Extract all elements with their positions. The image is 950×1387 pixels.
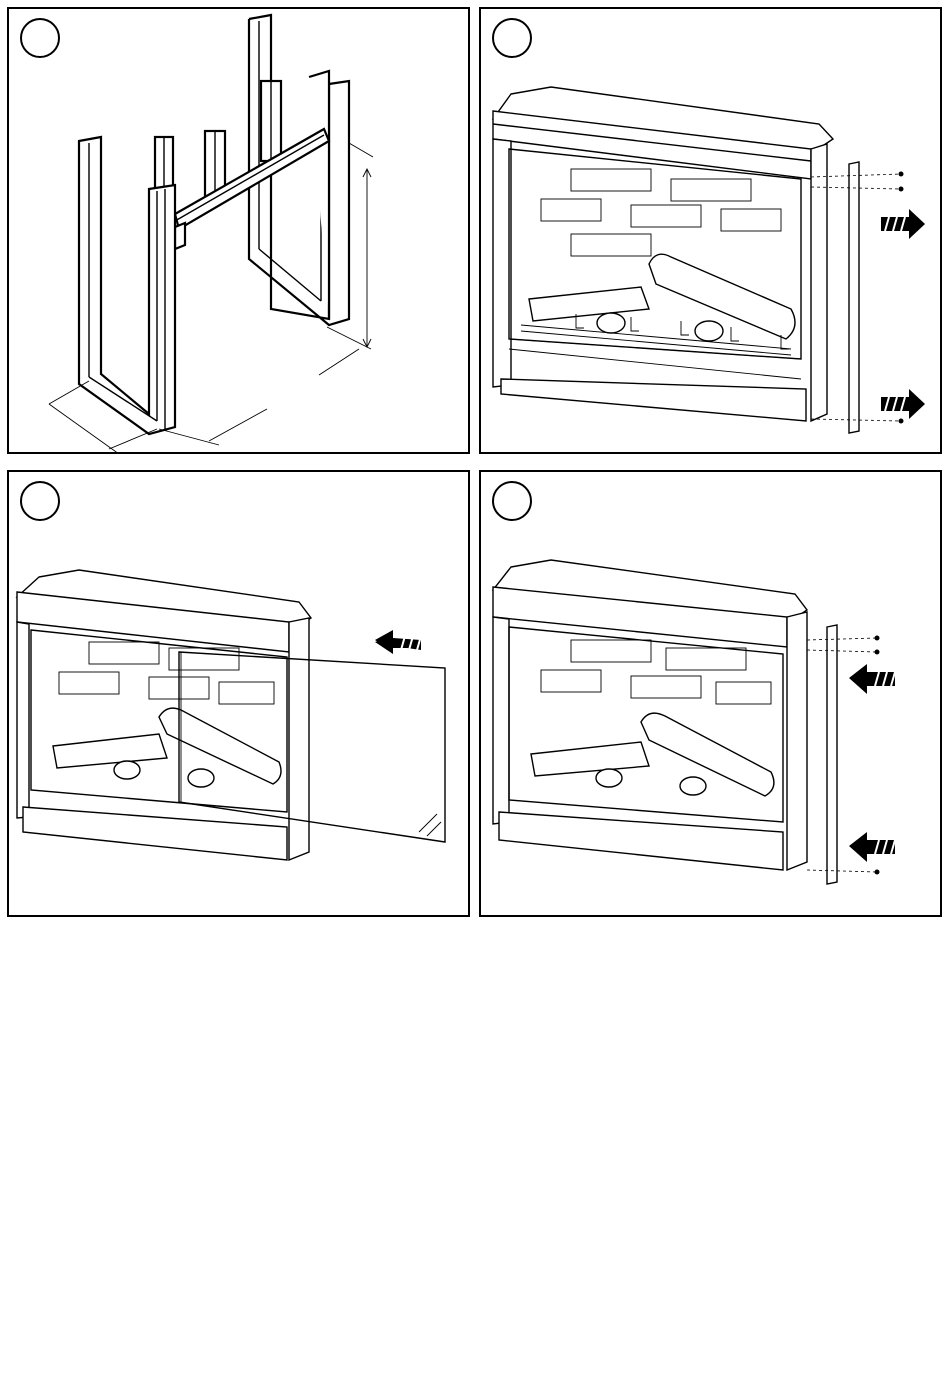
step-panel-4 bbox=[479, 470, 942, 917]
logs bbox=[53, 708, 281, 787]
screw-icon bbox=[875, 650, 880, 655]
striped-arrow-icon bbox=[849, 664, 895, 694]
side-trim-piece bbox=[827, 625, 837, 884]
striped-arrow-icon bbox=[375, 630, 421, 654]
screw-icon bbox=[899, 187, 904, 192]
fireplace-remove-trim-illustration bbox=[481, 9, 942, 454]
screw-icon bbox=[875, 636, 880, 641]
fireplace-reinstall-trim-illustration bbox=[481, 472, 942, 917]
brick-pattern bbox=[59, 642, 274, 704]
screw-icon bbox=[899, 172, 904, 177]
striped-arrow-icon bbox=[881, 389, 925, 419]
logs bbox=[529, 254, 795, 341]
brick-pattern bbox=[541, 169, 781, 256]
fireplace-insert bbox=[17, 570, 311, 860]
screws bbox=[807, 636, 880, 875]
step-panel-2 bbox=[479, 7, 942, 454]
side-trim-piece bbox=[849, 162, 859, 433]
fireplace-insert bbox=[493, 560, 807, 870]
step-panel-1 bbox=[7, 7, 470, 454]
striped-arrow-icon bbox=[849, 832, 895, 862]
screw-icon bbox=[875, 870, 880, 875]
screw-icon bbox=[899, 419, 904, 424]
striped-arrow-icon bbox=[881, 209, 925, 239]
fireplace-glass-illustration bbox=[9, 472, 470, 917]
framing-illustration bbox=[9, 9, 470, 454]
logs bbox=[531, 713, 774, 796]
fireplace-insert bbox=[493, 87, 833, 421]
step-panel-3 bbox=[7, 470, 470, 917]
